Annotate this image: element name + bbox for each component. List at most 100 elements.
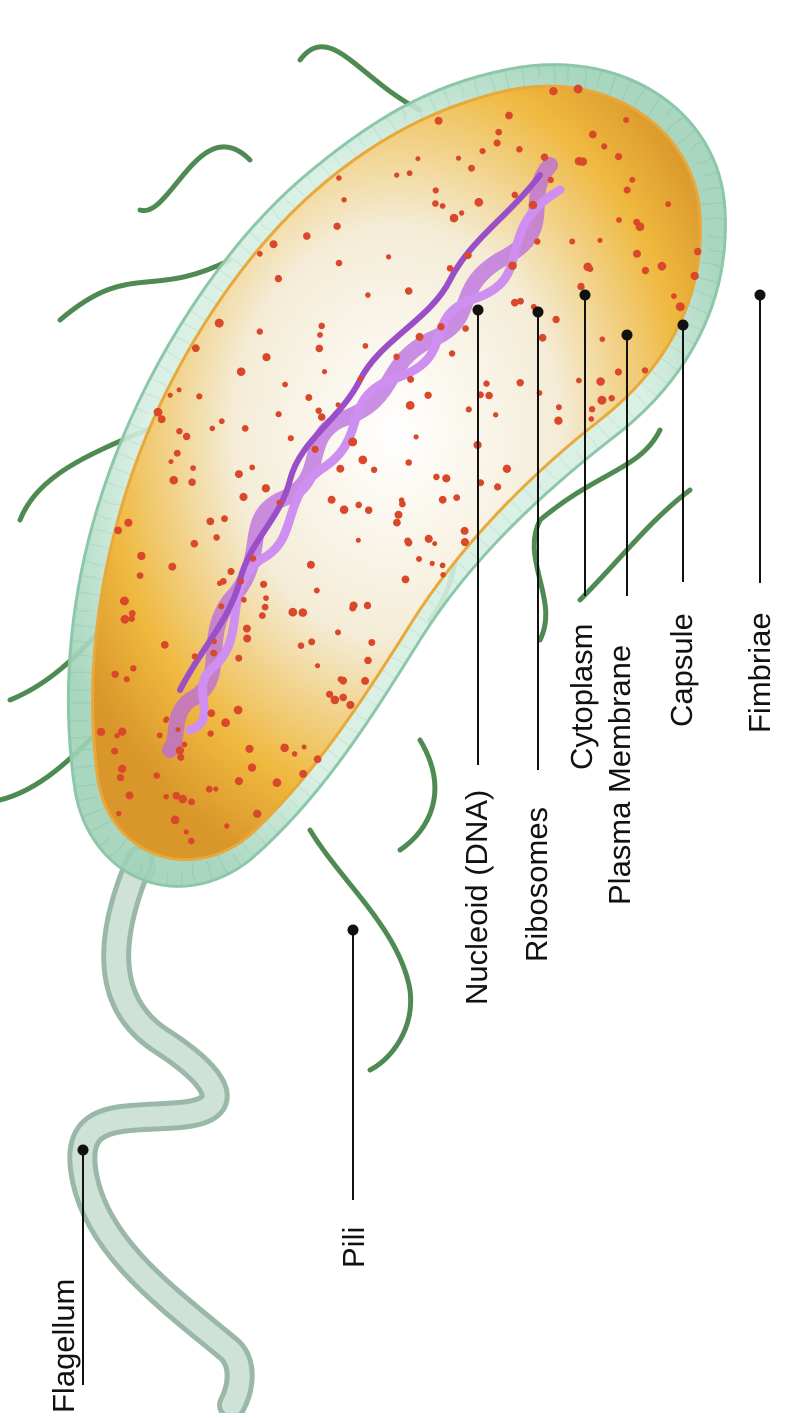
ribosome-dot: [600, 336, 606, 342]
label-fimbriae: Fimbriae: [744, 612, 775, 733]
ribosome-dot: [196, 393, 202, 399]
ribosome-dot: [157, 732, 163, 738]
ribosome-dot: [414, 434, 419, 439]
ribosome-dot: [554, 417, 562, 425]
ribosome-dot: [494, 483, 501, 490]
ribosome-dot: [292, 751, 298, 757]
ribosome-dot: [556, 404, 562, 410]
ribosome-dot: [548, 177, 554, 183]
label-ribosomes: Ribosomes: [521, 807, 552, 962]
ribosome-dot: [364, 602, 371, 609]
ribosome-dot: [124, 676, 130, 682]
ribosome-dot: [248, 763, 256, 771]
ribosome-dot: [317, 332, 323, 338]
ribosome-dot: [298, 642, 305, 649]
ribosome-dot: [440, 203, 446, 209]
ribosome-dot: [299, 608, 308, 617]
ribosome-dot: [569, 239, 575, 245]
ribosome-dot: [405, 287, 413, 295]
ribosome-dot: [305, 394, 312, 401]
ribosome-dot: [177, 387, 182, 392]
ribosome-dot: [169, 459, 174, 464]
ribosome-dot: [213, 534, 220, 541]
ribosome-dot: [154, 408, 163, 417]
ribosome-dot: [574, 85, 583, 94]
ribosome-dot: [480, 148, 486, 154]
ribosome-dot: [386, 254, 391, 259]
ribosome-dot: [464, 252, 471, 259]
ribosome-dot: [188, 798, 195, 805]
ribosome-dot: [221, 515, 228, 522]
ribosome-dot: [121, 615, 130, 624]
ribosome-dot: [341, 197, 346, 202]
ribosome-dot: [440, 572, 446, 578]
ribosome-dot: [238, 578, 244, 584]
ribosome-dot: [430, 561, 435, 566]
ribosome-dot: [273, 778, 282, 787]
ribosome-dot: [576, 378, 582, 384]
ribosome-dot: [111, 748, 118, 755]
ribosome-dot: [407, 376, 414, 383]
ribosome-dot: [589, 131, 597, 139]
ribosome-dot: [529, 201, 538, 210]
ribosome-dot: [242, 425, 249, 432]
ribosome-dot: [215, 319, 224, 328]
ribosome-dot: [508, 261, 517, 270]
ribosome-dot: [120, 597, 129, 606]
label-capsule: Capsule: [666, 613, 697, 727]
ribosome-dot: [153, 772, 160, 779]
ribosome-dot: [227, 568, 234, 575]
ribosome-dot: [609, 395, 615, 401]
ribosome-dot: [416, 333, 424, 341]
ribosome-dot: [260, 581, 267, 588]
ribosome-dot: [207, 709, 215, 717]
ribosome-dot: [394, 173, 399, 178]
ribosome-dot: [206, 786, 213, 793]
ribosome-dot: [158, 415, 166, 423]
ribosome-dot: [117, 774, 124, 781]
ribosome-dot: [415, 156, 420, 161]
ribosome-dot: [206, 518, 214, 526]
ribosome-dot: [691, 272, 699, 280]
ribosome-dot: [168, 393, 173, 398]
ribosome-dot: [128, 615, 135, 622]
ribosome-dot: [315, 663, 320, 668]
ribosome-dot: [456, 156, 461, 161]
ribosome-dot: [235, 655, 242, 662]
ribosome-dot: [177, 754, 184, 761]
ribosome-dot: [262, 484, 270, 492]
ribosome-dot: [432, 200, 439, 207]
ribosome-dot: [393, 519, 401, 527]
ribosome-dot: [190, 465, 196, 471]
ribosome-dot: [336, 175, 342, 181]
ribosome-dot: [658, 262, 667, 271]
ribosome-dot: [276, 500, 282, 506]
ribosome-dot: [596, 377, 605, 386]
ribosome-dot: [210, 650, 217, 657]
label-pili: Pili: [338, 1227, 369, 1268]
ribosome-dot: [326, 691, 333, 698]
ribosome-dot: [339, 694, 347, 702]
ribosome-dot: [440, 563, 446, 569]
ribosome-dot: [493, 412, 498, 417]
ribosome-dot: [485, 392, 493, 400]
ribosome-dot: [425, 535, 433, 543]
ribosome-dot: [633, 219, 640, 226]
ribosome-dot: [393, 354, 400, 361]
ribosome-dot: [601, 143, 607, 149]
ribosome-dot: [468, 165, 475, 172]
ribosome-dot: [224, 823, 229, 828]
ribosome-dot: [114, 527, 122, 535]
ribosome-dot: [450, 214, 459, 223]
ribosome-dot: [333, 223, 340, 230]
ribosome-dot: [676, 302, 685, 311]
ribosome-dot: [97, 728, 105, 736]
label-flagellum: Flagellum: [48, 1279, 79, 1413]
ribosome-dot: [218, 603, 224, 609]
ribosome-dot: [263, 595, 269, 601]
ribosome-dot: [516, 146, 523, 153]
ribosome-dot: [130, 665, 136, 671]
ribosome-dot: [495, 129, 502, 136]
ribosome-dot: [213, 786, 218, 791]
ribosome-dot: [322, 369, 327, 374]
